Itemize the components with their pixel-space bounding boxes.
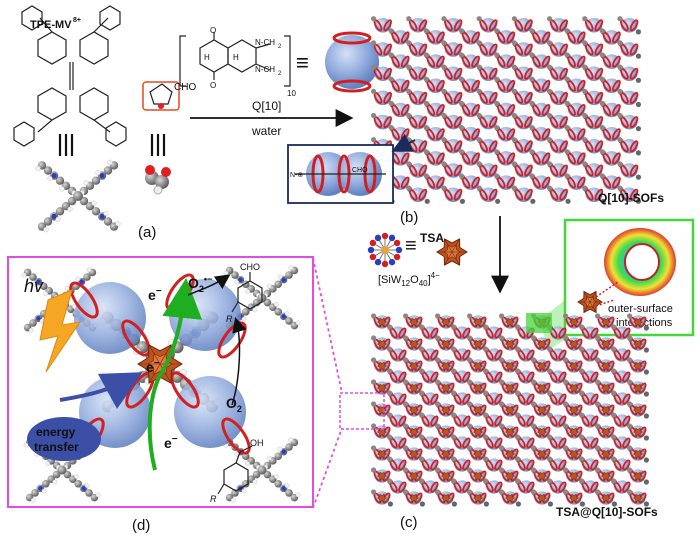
panel-c: (c) TSA@Q[10]-SOFs [339,313,658,531]
energy-transfer-bubble [27,417,101,461]
host-label: Q[10] [252,99,281,113]
alcohol-r: R [210,494,217,504]
tsa-section: ≡ TSA [SiW12O40]4− [367,216,509,294]
q10-h-left: H [204,53,210,62]
reaction-section: O O N-CH 2 N-CH 2 H H 10 ≡ Q[10] water [179,26,379,138]
outer-surface-line1: outer-surface [608,303,673,315]
q10-subscript-top: 2 [278,44,282,50]
benzaldehyde-structure [231,272,263,313]
q10-sof-label: Q[10]-SOFs [598,191,664,205]
oxidation-arrow [231,317,247,406]
q10-structure [179,32,291,87]
electron-label-2: e− [146,358,160,375]
tsa-formula-suffix: ] [428,274,431,286]
inset-capsules [295,152,386,196]
tsa-q10-sof-lattice [371,313,650,507]
tpe-model-sphere-group [35,159,121,233]
light-label: hv [24,276,44,296]
tsa-ball-stick-model [367,232,403,268]
electron-transfer-path [147,278,203,471]
energy-line1: energy [36,425,76,439]
furfural-space-filling-model [145,165,171,195]
oxygen-atom [158,103,164,109]
tsa-formula-mid: O [410,274,419,286]
panel-b-letter: (b) [400,209,418,226]
q10-oxygen-top: O [210,26,216,35]
inset-arrow [391,133,416,152]
q10-capsule-icon [325,31,379,93]
alcohol-oh: OH [250,438,264,448]
electron-label-1: e− [148,286,162,303]
tsa-formula: [SiW12O40]4− [378,271,440,288]
tsa-formula-charge: 4− [431,271,440,280]
solvent-label: water [251,124,281,138]
zoom-line-bottom [312,427,343,509]
q10-sof-lattice [370,16,642,204]
outer-surface-inset: outer-surface interactions [540,218,695,350]
tsa-formula-sub1: 12 [401,279,410,288]
q10-repeat-index: 10 [287,89,296,98]
q10-oxygen-bottom: O [210,81,216,90]
panel-c-letter: (c) [400,514,418,531]
benzyl-alcohol-structure [217,445,253,495]
energy-line2: transfer [34,440,79,454]
electron-label-3: e− [164,434,178,451]
benzaldehyde-r: R [226,314,233,324]
q10-nch-top: N-CH [255,38,275,47]
lightning-bolt-icon [39,289,82,373]
tsa-equals: ≡ [405,235,417,257]
energy-transfer-arrow [59,372,143,409]
q10-h-right: H [233,53,239,62]
interaction-line-2 [595,299,615,307]
q10-subscript-bottom: 2 [278,71,282,77]
compound-label: TPE-MV [30,19,72,31]
panel-d: hv energy transfer e− e− e− O2•− O2 CHO … [7,256,314,534]
tsa-q10-sof-label: TSA@Q[10]-SOFs [556,505,658,519]
inset-cho-label: CHO [352,167,368,174]
panel-b: N-⊕ CHO (b) Q[10]-SOFs [287,16,664,226]
furfural-structure [142,81,180,111]
q10-sof-capsule-grid [370,16,642,204]
panel-a-letter: (a) [138,224,156,241]
tsa-formula-prefix: [SiW [378,274,402,286]
highlight-cell [526,313,552,333]
zoom-line-top [312,257,343,394]
tsa-polyhedron-icon [436,238,468,266]
q10-equals: ≡ [296,50,309,75]
tpe-space-filling-model [35,159,121,233]
panel-d-letter: (d) [132,517,150,534]
zoom-region-box [339,392,385,430]
tsa-formula-sub2: 40 [419,279,428,288]
panel-a: TPE-MV 8+ CHO (a) [13,5,196,241]
q10-nch-bottom: N-CH [255,65,275,74]
oxygen-label: O2 [226,395,242,414]
inset-chain-label: N-⊕ [290,172,303,179]
interaction-line-1 [595,281,619,298]
tsa-polyhedron [436,238,468,266]
compound-charge: 8+ [73,17,81,24]
svg-text:[SiW12O40]4−: [SiW12O40]4− [378,271,440,288]
aldehyde-label: CHO [174,82,196,93]
superoxide-arrow [187,274,231,296]
equivalence-bars-2 [150,134,166,156]
electrostatic-ring [604,228,676,296]
tpe-mv-structure [13,5,127,147]
superoxide-label: O2•− [188,274,212,294]
equivalence-bars-1 [58,134,74,156]
tsa-label: TSA [420,231,444,245]
tsa-sof-capsule-grid [371,313,650,507]
tpe-framework-bottomright [223,437,301,503]
benzaldehyde-cho: CHO [240,262,260,272]
